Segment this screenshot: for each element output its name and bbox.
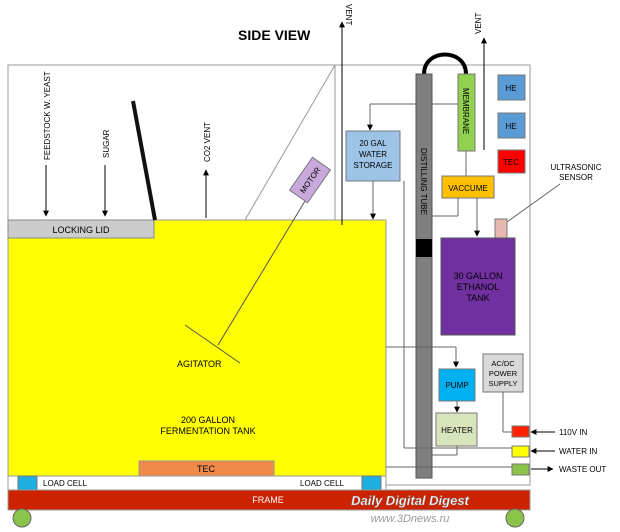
water-in-label: WATER IN — [559, 447, 597, 456]
water-storage-label-3: STORAGE — [354, 161, 393, 170]
frame — [7, 489, 531, 511]
watermark-line-2: www.3Dnews.ru — [371, 513, 450, 525]
power-supply-label-1: AC/DC — [491, 359, 515, 368]
vent-top-label: VENT — [344, 4, 353, 25]
ethanol-tank — [440, 237, 516, 336]
distilling-tube — [415, 73, 433, 479]
water-storage-label-2: WATER — [359, 150, 387, 159]
frame-label: FRAME — [252, 495, 284, 505]
ethanol-tank-label-2: ETHANOL — [457, 282, 500, 292]
power-supply — [482, 353, 524, 393]
motor: MOTOR — [288, 156, 332, 204]
water-in-box — [511, 445, 530, 458]
housing-slope — [244, 64, 336, 221]
ultrasonic-label-1: ULTRASONIC — [551, 163, 602, 172]
vaccume — [441, 175, 495, 199]
load-cell-right — [361, 475, 382, 491]
co2-vent-label: CO2 VENT — [203, 122, 212, 162]
water-storage-label-1: 20 GAL — [359, 139, 387, 148]
tec-right — [497, 149, 526, 174]
pump-label: PUMP — [445, 381, 468, 390]
agitator-label: AGITATOR — [177, 359, 222, 369]
load-cell-left — [17, 475, 38, 491]
pump — [438, 368, 476, 402]
sugar-label: SUGAR — [102, 129, 111, 158]
fermentation-tank-label-2: FERMENTATION TANK — [160, 426, 255, 436]
tube-valve — [416, 239, 432, 257]
feedstock-label: FEEDSTOCK W. YEAST — [43, 71, 52, 160]
ethanol-tank-label-3: TANK — [466, 293, 489, 303]
membrane-label: MEMBRANE — [461, 88, 470, 134]
he-2-label: HE — [505, 122, 516, 131]
load-cell-left-label: LOAD CELL — [43, 479, 88, 488]
water-storage — [345, 130, 401, 182]
vaccume-label: VACCUME — [448, 184, 487, 193]
fermentation-tank — [7, 219, 387, 477]
ultrasonic-pointer — [506, 183, 561, 223]
vent-right-label: VENT — [474, 13, 483, 34]
heater — [435, 412, 478, 447]
load-cell-right-label: LOAD CELL — [300, 479, 345, 488]
watermark-line-1: Daily Digital Digest — [351, 493, 469, 508]
tec-bottom-label: TEC — [197, 464, 216, 474]
distilling-tube-label: DISTILLING TUBE — [419, 148, 428, 215]
he-2 — [497, 112, 526, 139]
title: SIDE VIEW — [238, 27, 311, 43]
power-supply-label-3: SUPPLY — [488, 379, 517, 388]
waste-out-label: WASTE OUT — [559, 465, 606, 474]
ethanol-tank-label-1: 30 GALLON — [453, 271, 502, 281]
wheel-right — [505, 508, 525, 528]
agitator-blade — [184, 324, 241, 364]
lid-handle — [131, 100, 157, 221]
waste-out-box — [511, 463, 530, 476]
ultrasonic-label-2: SENSOR — [559, 173, 593, 182]
wheel-left — [12, 508, 32, 528]
locking-lid — [7, 219, 155, 239]
heater-label: HEATER — [441, 426, 473, 435]
tube-bend — [422, 52, 468, 75]
power-in-label: 110V IN — [559, 428, 588, 437]
he-1 — [497, 74, 526, 101]
he-1-label: HE — [505, 84, 516, 93]
agitator-shaft — [217, 200, 306, 346]
locking-lid-label: LOCKING LID — [52, 225, 110, 235]
power-supply-label-2: POWER — [489, 369, 518, 378]
power-in-box — [511, 425, 530, 438]
fermentation-tank-label-1: 200 GALLON — [181, 415, 235, 425]
tec-right-label: TEC — [503, 158, 519, 167]
